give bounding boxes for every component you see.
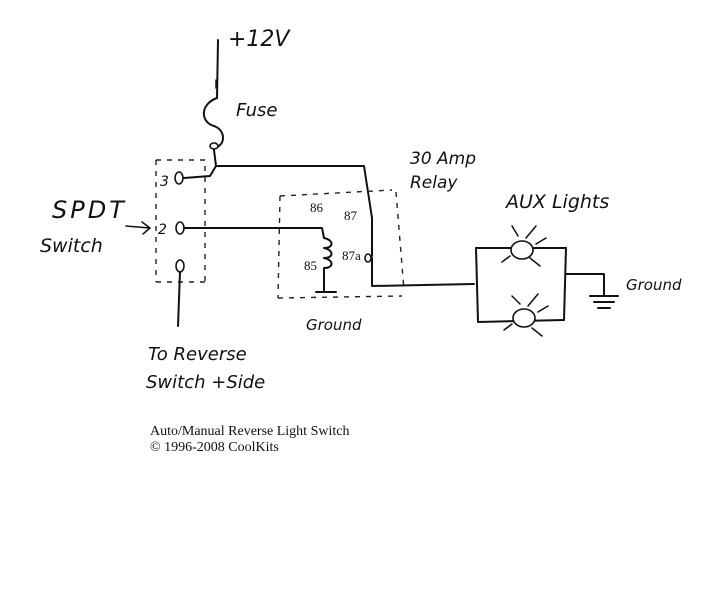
pin-86-label: 86 [310, 200, 324, 215]
pin-87a-label: 87a [342, 248, 361, 263]
relay-box [277, 189, 405, 299]
lights-right-rail [563, 247, 567, 321]
terminal-1-to-reverse-wire [177, 271, 181, 327]
fused-to-terminal-3 [183, 165, 217, 179]
aux-lights-label: AUX Lights [504, 191, 609, 213]
relay-ground-label: Ground [306, 316, 362, 334]
lights-ground-wire [565, 273, 605, 297]
fuse-label: Fuse [236, 100, 277, 121]
pin-87a-terminal [364, 253, 372, 263]
ground-symbol [589, 295, 619, 309]
relay-coil [323, 237, 333, 293]
switch-box [155, 159, 208, 283]
spdt-label-line2: Switch [40, 235, 103, 257]
caption-copyright: © 1996-2008 CoolKits [150, 440, 279, 455]
fuse-end-terminal [209, 142, 219, 150]
lights-ground-label: Ground [626, 276, 682, 294]
terminal-1 [175, 259, 185, 273]
reverse-label-line2: Switch +Side [146, 372, 265, 393]
switch-pointer-arrow [125, 221, 152, 235]
fuse-symbol [202, 97, 224, 149]
caption-title: Auto/Manual Reverse Light Switch [150, 424, 350, 439]
fused-feed-wire [213, 149, 373, 219]
terminal-3-label: 3 [160, 174, 169, 190]
lights-left-rail [475, 247, 479, 323]
spdt-label-line1: SPDT [52, 196, 127, 224]
aux-light-upper [501, 225, 547, 267]
terminal-2 [175, 221, 185, 235]
pin-85-label: 85 [304, 258, 317, 273]
diagram-caption: Auto/Manual Reverse Light Switch © 1996-… [150, 424, 349, 456]
supply-wire [216, 39, 219, 99]
terminal-2-to-coil-wire [183, 227, 325, 239]
relay-output-wire [371, 257, 475, 287]
aux-light-lower [503, 293, 549, 337]
terminal-3 [174, 171, 184, 185]
relay-label-line2: Relay [410, 173, 458, 193]
reverse-label-line1: To Reverse [148, 344, 247, 365]
pin-87-label: 87 [344, 208, 358, 223]
supply-label: +12V [228, 27, 291, 52]
terminal-2-label: 2 [158, 222, 167, 238]
relay-label-line1: 30 Amp [410, 149, 476, 169]
